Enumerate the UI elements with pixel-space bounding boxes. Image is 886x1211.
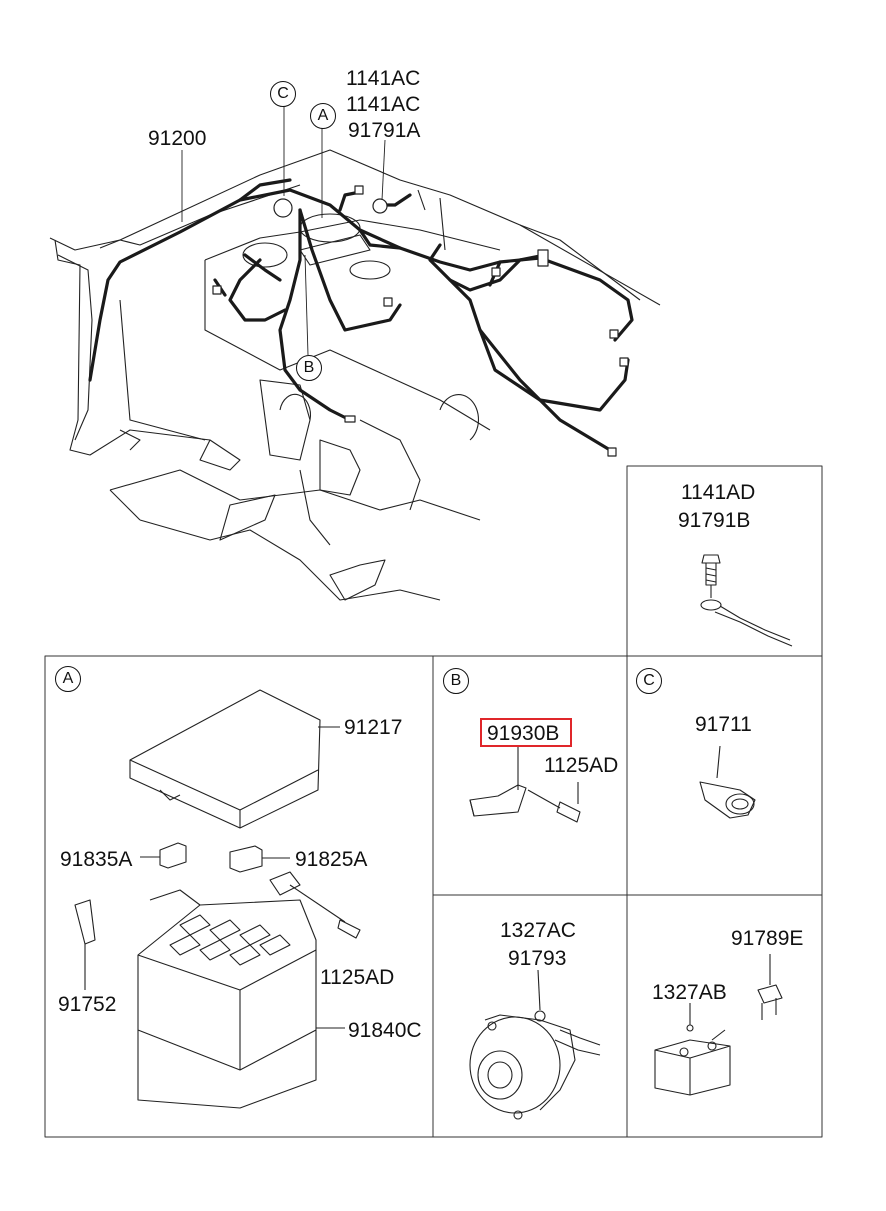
bracket	[469, 745, 581, 823]
bolt-terminal	[700, 554, 793, 647]
part-label-91791a: 91791A	[348, 119, 421, 142]
part-label-1125ad-b: 1125AD	[544, 754, 619, 777]
vehicle-body-outline	[49, 149, 661, 601]
part-label-91200: 91200	[148, 127, 207, 150]
callout-a-marker: A	[310, 103, 336, 129]
junction-box	[137, 871, 361, 1109]
grommet	[699, 745, 756, 819]
part-label-91791b: 91791B	[678, 509, 751, 532]
part-label-91711: 91711	[695, 713, 752, 736]
panel-a-marker: A	[55, 666, 81, 692]
part-label-91835a: 91835A	[60, 848, 133, 871]
callout-b-marker: B	[296, 355, 322, 381]
part-label-91217: 91217	[344, 716, 403, 739]
part-label-91825a: 91825A	[295, 848, 368, 871]
part-label-1141ac-2: 1141AC	[346, 93, 421, 116]
part-label-1141ac: 1141AC	[346, 67, 421, 90]
part-label-1327ac: 1327AC	[500, 919, 576, 942]
fuse-puller	[74, 899, 96, 990]
part-label-91930b: 91930B	[487, 722, 560, 745]
part-label-1125ad-a: 1125AD	[320, 966, 395, 989]
highlight-box	[480, 718, 572, 747]
part-label-91789e: 91789E	[731, 927, 804, 950]
part-label-91752: 91752	[58, 993, 117, 1016]
panel-b-marker: B	[443, 668, 469, 694]
fuse-box-cover	[129, 689, 340, 829]
battery	[654, 1003, 731, 1096]
part-label-1327ab: 1327AB	[652, 981, 727, 1004]
part-label-1141ad: 1141AD	[681, 481, 756, 504]
leader-lines-top	[181, 106, 386, 356]
alternator	[469, 969, 601, 1120]
callout-c-marker: C	[270, 81, 296, 107]
part-label-91840c: 91840C	[348, 1019, 422, 1042]
panel-frames	[44, 465, 823, 1138]
part-label-91793: 91793	[508, 947, 567, 970]
blade-fuse	[757, 954, 783, 1020]
fuse-small	[140, 842, 290, 873]
panel-c-marker: C	[636, 668, 662, 694]
